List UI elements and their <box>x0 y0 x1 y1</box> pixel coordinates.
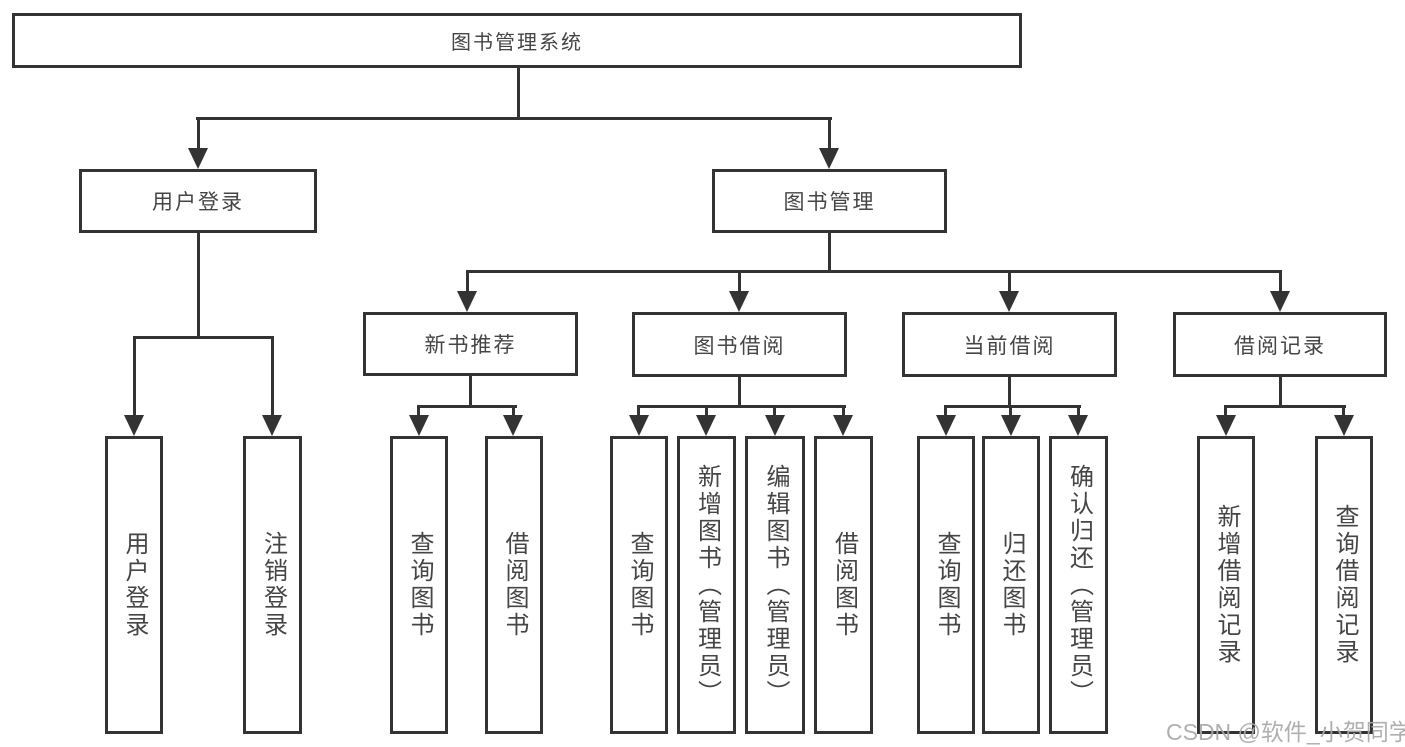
connector-leafdrop <box>1224 405 1227 417</box>
node-book-borrow: 图书借阅 <box>632 312 847 377</box>
arrow-down-icon <box>1001 415 1021 436</box>
arrow-down-icon <box>1216 415 1236 436</box>
connector-rail-current-borrow <box>944 405 1081 408</box>
connector-leafdrop <box>1342 405 1345 417</box>
node-user-login: 用户登录 <box>79 169 317 233</box>
leaf-query-books-3: 查询图书 <box>917 436 975 734</box>
connector-drop-leaf-logout <box>271 339 274 417</box>
arrow-down-icon <box>833 415 853 436</box>
arrow-down-icon <box>765 415 785 436</box>
leaf-logout-label: 注销登录 <box>259 531 287 639</box>
connector-leafdrop <box>1009 405 1012 417</box>
connector-leafdrop <box>773 405 776 417</box>
connector-drop-current-borrow <box>1008 273 1011 293</box>
leaf-borrow-books-1-label: 借阅图书 <box>501 531 528 639</box>
node-root: 图书管理系统 <box>12 13 1022 68</box>
arrow-down-icon <box>188 148 208 169</box>
node-book-borrow-label: 图书借阅 <box>693 334 786 358</box>
arrow-down-icon <box>1334 415 1354 436</box>
arrow-down-icon <box>262 415 282 436</box>
connector-leafdrop <box>417 405 420 417</box>
connector-drop-book-mgmt <box>828 120 831 150</box>
leaf-edit-book-admin-label: 编辑图书（管理员） <box>762 463 789 707</box>
arrow-down-icon <box>729 291 749 312</box>
connector-new-book-recommend-drop <box>469 375 472 408</box>
leaf-confirm-return-admin-label: 确认归还（管理员） <box>1065 463 1093 707</box>
node-user-login-label: 用户登录 <box>152 191 244 214</box>
connector-leafdrop <box>512 405 515 417</box>
connector-leafdrop <box>1077 405 1080 417</box>
connector-book-mgmt-drop <box>828 233 831 270</box>
leaf-add-book-admin: 新增图书（管理员） <box>677 436 736 734</box>
leaf-borrow-books-2-label: 借阅图书 <box>830 531 858 639</box>
arrow-down-icon <box>409 415 429 436</box>
leaf-borrow-books-1: 借阅图书 <box>485 436 543 734</box>
leaf-user-login-label: 用户登录 <box>121 531 148 639</box>
connector-borrow-records-drop <box>1279 376 1282 408</box>
leaf-query-borrow-record: 查询借阅记录 <box>1315 436 1373 734</box>
connector-rail-book-borrow <box>637 405 846 408</box>
arrow-down-icon <box>503 415 523 436</box>
arrow-down-icon <box>936 415 956 436</box>
arrow-down-icon <box>819 148 839 169</box>
leaf-edit-book-admin: 编辑图书（管理员） <box>745 436 805 734</box>
connector-leafdrop <box>842 405 845 417</box>
node-book-mgmt: 图书管理 <box>712 169 947 233</box>
node-root-label: 图书管理系统 <box>451 32 583 54</box>
connector-rail-level2 <box>196 117 832 120</box>
connector-current-borrow-drop <box>1008 376 1011 408</box>
node-current-borrow-label: 当前借阅 <box>963 334 1056 358</box>
connector-drop-borrow-records <box>1279 273 1282 293</box>
arrow-down-icon <box>124 415 144 436</box>
leaf-query-books-2-label: 查询图书 <box>626 531 653 639</box>
connector-book-borrow-drop <box>738 376 741 408</box>
connector-leafdrop <box>944 405 947 417</box>
arrow-down-icon <box>629 415 649 436</box>
leaf-query-books-3-label: 查询图书 <box>933 531 960 639</box>
node-borrow-records-label: 借阅记录 <box>1234 334 1326 358</box>
connector-rail-new-book-recommend <box>417 405 517 408</box>
connector-drop-new-book-recommend <box>466 273 469 293</box>
leaf-add-book-admin-label: 新增图书（管理员） <box>693 463 721 707</box>
arrow-down-icon <box>1068 415 1088 436</box>
leaf-query-books-1-label: 查询图书 <box>406 531 433 639</box>
connector-user-login-drop <box>197 233 200 336</box>
leaf-add-borrow-record-label: 新增借阅记录 <box>1213 504 1240 666</box>
connector-drop-book-borrow <box>738 273 741 293</box>
connector-rail-borrow-records <box>1224 405 1346 408</box>
node-borrow-records: 借阅记录 <box>1173 312 1387 377</box>
leaf-user-login: 用户登录 <box>105 436 163 734</box>
node-new-book-recommend-label: 新书推荐 <box>424 334 517 357</box>
node-book-mgmt-label: 图书管理 <box>783 191 876 214</box>
connector-leafdrop <box>705 405 708 417</box>
arrow-down-icon <box>1270 291 1290 312</box>
leaf-borrow-books-2: 借阅图书 <box>814 436 873 734</box>
node-current-borrow: 当前借阅 <box>902 312 1117 377</box>
leaf-add-borrow-record: 新增借阅记录 <box>1197 436 1255 734</box>
connector-rail-user-login-children <box>133 336 274 339</box>
leaf-return-book-label: 归还图书 <box>998 531 1025 639</box>
leaf-query-books-2: 查询图书 <box>610 436 668 734</box>
node-new-book-recommend: 新书推荐 <box>363 312 578 376</box>
connector-drop-user-login <box>197 120 200 150</box>
arrow-down-icon <box>457 291 477 312</box>
arrow-down-icon <box>696 415 716 436</box>
leaf-return-book: 归还图书 <box>982 436 1040 734</box>
leaf-query-books-1: 查询图书 <box>390 436 448 734</box>
leaf-confirm-return-admin: 确认归还（管理员） <box>1049 436 1108 734</box>
connector-drop-leaf-user-login <box>133 339 136 417</box>
arrow-down-icon <box>999 291 1019 312</box>
connector-root-drop <box>517 68 520 117</box>
leaf-query-borrow-record-label: 查询借阅记录 <box>1331 504 1358 666</box>
csdn-watermark: CSDN @软件_小贺同学 <box>1166 719 1405 745</box>
connector-rail-level3 <box>466 270 1282 273</box>
connector-leafdrop <box>637 405 640 417</box>
leaf-logout: 注销登录 <box>243 436 302 734</box>
